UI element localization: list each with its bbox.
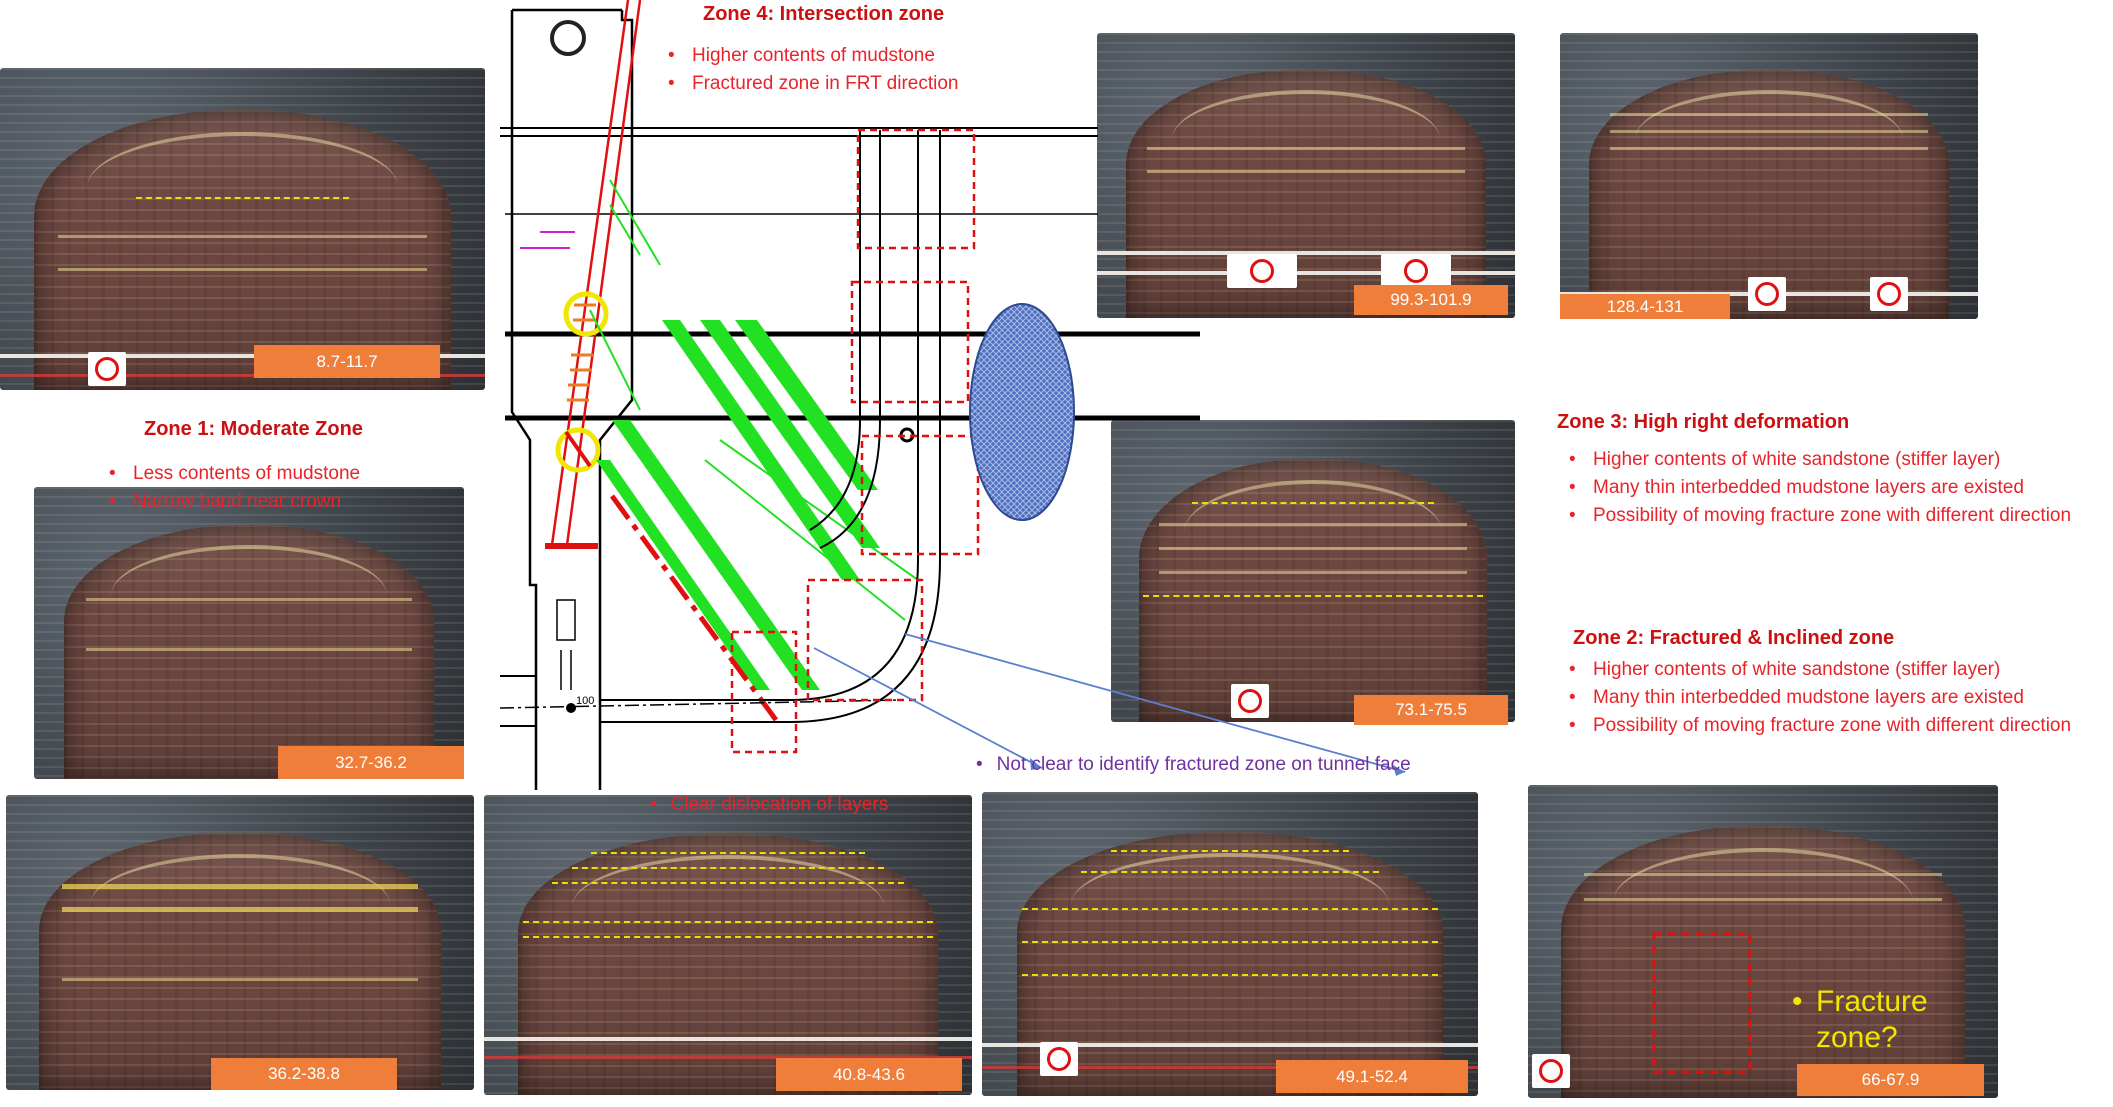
chainage-label-9: 128.4-131 — [1560, 294, 1730, 319]
fracture-zone-box — [1652, 932, 1752, 1074]
zone4-bullet-2: Fractured zone in FRT direction — [662, 70, 958, 98]
zone3-bullet-2: Many thin interbedded mudstone layers ar… — [1563, 474, 2083, 502]
branch-tunnel-outline — [500, 130, 941, 727]
tunnel-face-photo-5 — [982, 792, 1478, 1096]
not-clear-note-text: Not clear to identify fractured zone on … — [996, 754, 1411, 775]
tunnel-face-photo-4 — [484, 795, 972, 1095]
fracture-zone-ellipse — [969, 303, 1075, 521]
zone1-bullet-1: Less contents of mudstone — [103, 460, 360, 488]
zone2-bullet-3: Possibility of moving fracture zone with… — [1563, 712, 2083, 740]
tunnel-face-photo-9 — [1560, 33, 1978, 319]
inclined-red-lines — [550, 0, 642, 546]
tunnel-face-photo-8 — [1097, 33, 1515, 318]
zone3-bullet-3: Possibility of moving fracture zone with… — [1563, 502, 2083, 530]
zone2-bullet-1: Higher contents of white sandstone (stif… — [1563, 656, 2083, 684]
main-shaft-outline — [510, 8, 634, 790]
station-text: 100 — [576, 695, 594, 707]
chainage-label-1: 8.7-11.7 — [254, 345, 440, 378]
zone1-bullets: Less contents of mudstone Narrow band ne… — [103, 460, 360, 516]
zone4-title: Zone 4: Intersection zone — [703, 3, 945, 25]
fracture-zone-question: •Fracture zone? — [1792, 984, 1928, 1056]
chainage-label-8: 99.3-101.9 — [1354, 285, 1508, 315]
marker-circle-lower — [555, 427, 601, 473]
tunnel-face-photo-3 — [6, 795, 474, 1090]
zone2-title: Zone 2: Fractured & Inclined zone — [1573, 627, 1895, 649]
zone1-title: Zone 1: Moderate Zone — [144, 418, 363, 440]
dislocation-note: •Clear dislocation of layers — [650, 794, 889, 815]
fracture-q-line1: •Fracture — [1792, 985, 1928, 1018]
tunnel-face-photo-1 — [0, 68, 485, 390]
zone3-bullets: Higher contents of white sandstone (stif… — [1563, 446, 2083, 530]
chainage-label-3: 36.2-38.8 — [211, 1058, 397, 1090]
inspection-boxes — [730, 128, 980, 754]
zone3-bullet-1: Higher contents of white sandstone (stif… — [1563, 446, 2083, 474]
dash-dot-red-line — [609, 494, 779, 722]
zone2-bullet-2: Many thin interbedded mudstone layers ar… — [1563, 684, 2083, 712]
centerline — [499, 699, 901, 709]
chainage-label-2: 32.7-36.2 — [278, 746, 464, 779]
zone3-title: Zone 3: High right deformation — [1557, 411, 1850, 433]
zone4-bullet-1: Higher contents of mudstone — [662, 42, 958, 70]
chainage-label-5: 49.1-52.4 — [1276, 1060, 1468, 1093]
zone4-bullets: Higher contents of mudstone Fractured zo… — [662, 42, 958, 98]
not-clear-note: •Not clear to identify fractured zone on… — [976, 754, 1411, 775]
chainage-label-7: 73.1-75.5 — [1354, 695, 1508, 725]
zone2-bullets: Higher contents of white sandstone (stif… — [1563, 656, 2083, 740]
chainage-label-4: 40.8-43.6 — [776, 1058, 962, 1091]
shaft-circle — [550, 20, 586, 56]
dislocation-note-text: Clear dislocation of layers — [670, 794, 889, 815]
tunnel-face-photo-7 — [1111, 420, 1515, 722]
marker-circle-upper — [563, 291, 609, 337]
tunnel-face-photo-6 — [1528, 785, 1998, 1098]
tunnel-face-photo-2 — [34, 487, 464, 779]
fracture-q-line2: zone? — [1816, 1021, 1898, 1054]
zone1-bullet-2: Narrow band near crown — [103, 488, 360, 516]
fracture-bands — [596, 320, 880, 690]
chainage-label-6: 66-67.9 — [1797, 1064, 1984, 1096]
